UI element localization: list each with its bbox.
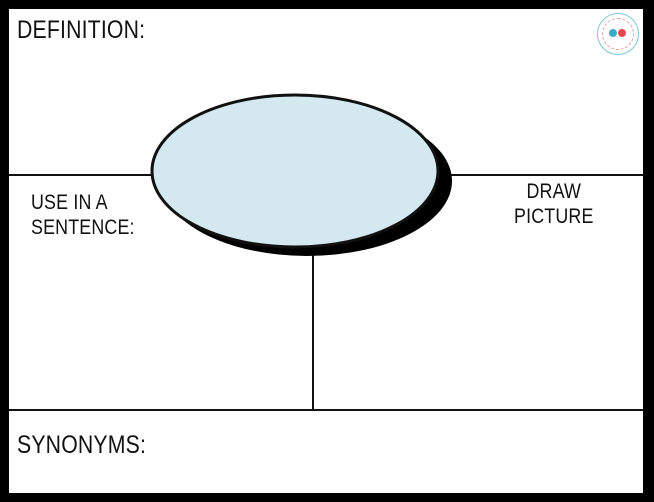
use-in-sentence-line1: USE IN A: [31, 191, 108, 214]
use-in-sentence-line2: SENTENCE:: [31, 216, 135, 240]
definition-label: DEFINITION:: [17, 16, 146, 44]
central-word-oval: [150, 93, 440, 249]
worksheet-grid: [9, 93, 643, 411]
use-in-sentence-label: USE IN A SENTENCE:: [31, 190, 135, 240]
draw-picture-label: DRAW PICTURE: [514, 179, 594, 229]
synonyms-label: SYNONYMS:: [17, 431, 147, 459]
draw-picture-line2: PICTURE: [514, 205, 594, 229]
worksheet-sheet: DEFINITION: USE IN A SENTENCE: DRAW PICT…: [9, 9, 643, 493]
practical-inclusion-solutions-logo-icon: [597, 13, 639, 55]
draw-picture-line1: DRAW: [526, 180, 582, 203]
